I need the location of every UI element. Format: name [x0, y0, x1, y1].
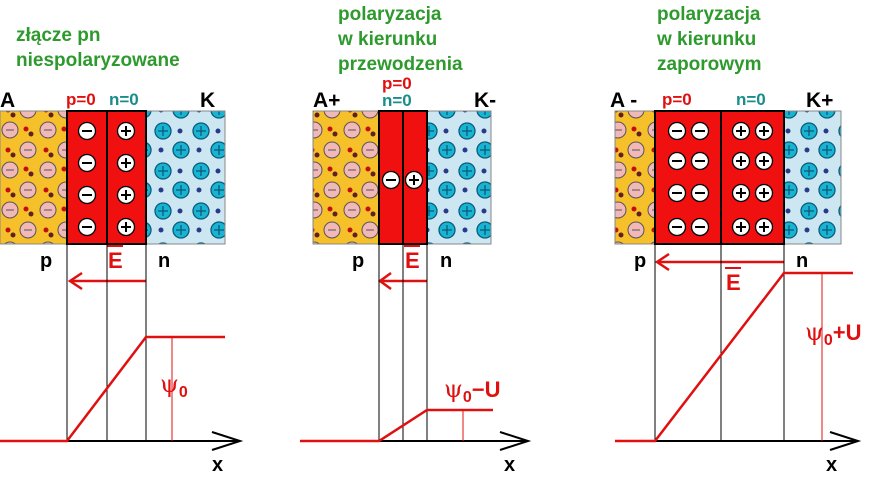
region-p-label: p: [40, 250, 52, 272]
cathode-label: K+: [806, 89, 833, 112]
title-line-2: niespolaryzowane: [16, 50, 180, 71]
anode-label: A: [0, 89, 15, 112]
x-axis-label: x: [826, 454, 837, 476]
field-label: E: [726, 270, 741, 295]
n-zero-label: n=0: [382, 91, 412, 110]
x-axis-label: x: [504, 454, 515, 476]
panel-forward-bias: polaryzacja w kierunku przewodzenia A+ K…: [300, 4, 532, 476]
anode-label: A -: [610, 89, 637, 112]
region-n-label: n: [158, 250, 170, 272]
anode-label: A+: [313, 89, 340, 112]
boundary-lines: [378, 244, 428, 441]
p-zero-label: p=0: [66, 90, 96, 109]
title-line-1: polaryzacja: [657, 4, 761, 25]
p-region: [614, 110, 656, 245]
psi-label: ψ0: [160, 370, 188, 401]
x-axis-label: x: [212, 454, 223, 476]
p-zero-label: p=0: [382, 74, 412, 93]
field-label: E: [405, 248, 420, 273]
boundary-lines: [66, 244, 147, 441]
title-line-1: złącze pn: [16, 25, 100, 46]
field-arrow: [67, 271, 146, 291]
panel-reverse-bias: polaryzacja w kierunku zaporowym A - K+ …: [610, 4, 861, 476]
positive-ion: [404, 170, 424, 190]
title-line-2: w kierunku: [656, 29, 756, 50]
potential-curve: [615, 271, 853, 443]
p-region: [0, 110, 68, 245]
n-region: [426, 110, 492, 245]
psi-label: ψ0+U: [805, 318, 861, 349]
panel-unbiased: złącze pn niespolaryzowane A K p=0 n=0 p…: [0, 25, 244, 476]
title-line-2: w kierunku: [337, 29, 437, 50]
region-p-label: p: [352, 250, 364, 272]
boundary-lines: [654, 244, 785, 441]
p-zero-label: p=0: [662, 90, 692, 109]
n-region: [145, 110, 226, 245]
region-p-label: p: [634, 250, 646, 272]
title-line-3: zaporowym: [657, 54, 762, 75]
cathode-label: K-: [474, 89, 496, 112]
n-zero-label: n=0: [736, 90, 766, 109]
p-region: [312, 110, 380, 245]
title-line-1: polaryzacja: [338, 4, 442, 25]
field-label: E: [108, 248, 123, 273]
region-n-label: n: [440, 250, 452, 272]
n-region: [783, 110, 842, 245]
psi-label: ψ0−U: [444, 375, 500, 406]
n-zero-label: n=0: [109, 90, 139, 109]
negative-ion: [381, 170, 401, 190]
cathode-label: K: [200, 89, 215, 112]
potential-curve: [0, 335, 225, 443]
title-line-3: przewodzenia: [338, 54, 463, 75]
region-n-label: n: [796, 250, 808, 272]
potential-curve: [300, 408, 493, 443]
